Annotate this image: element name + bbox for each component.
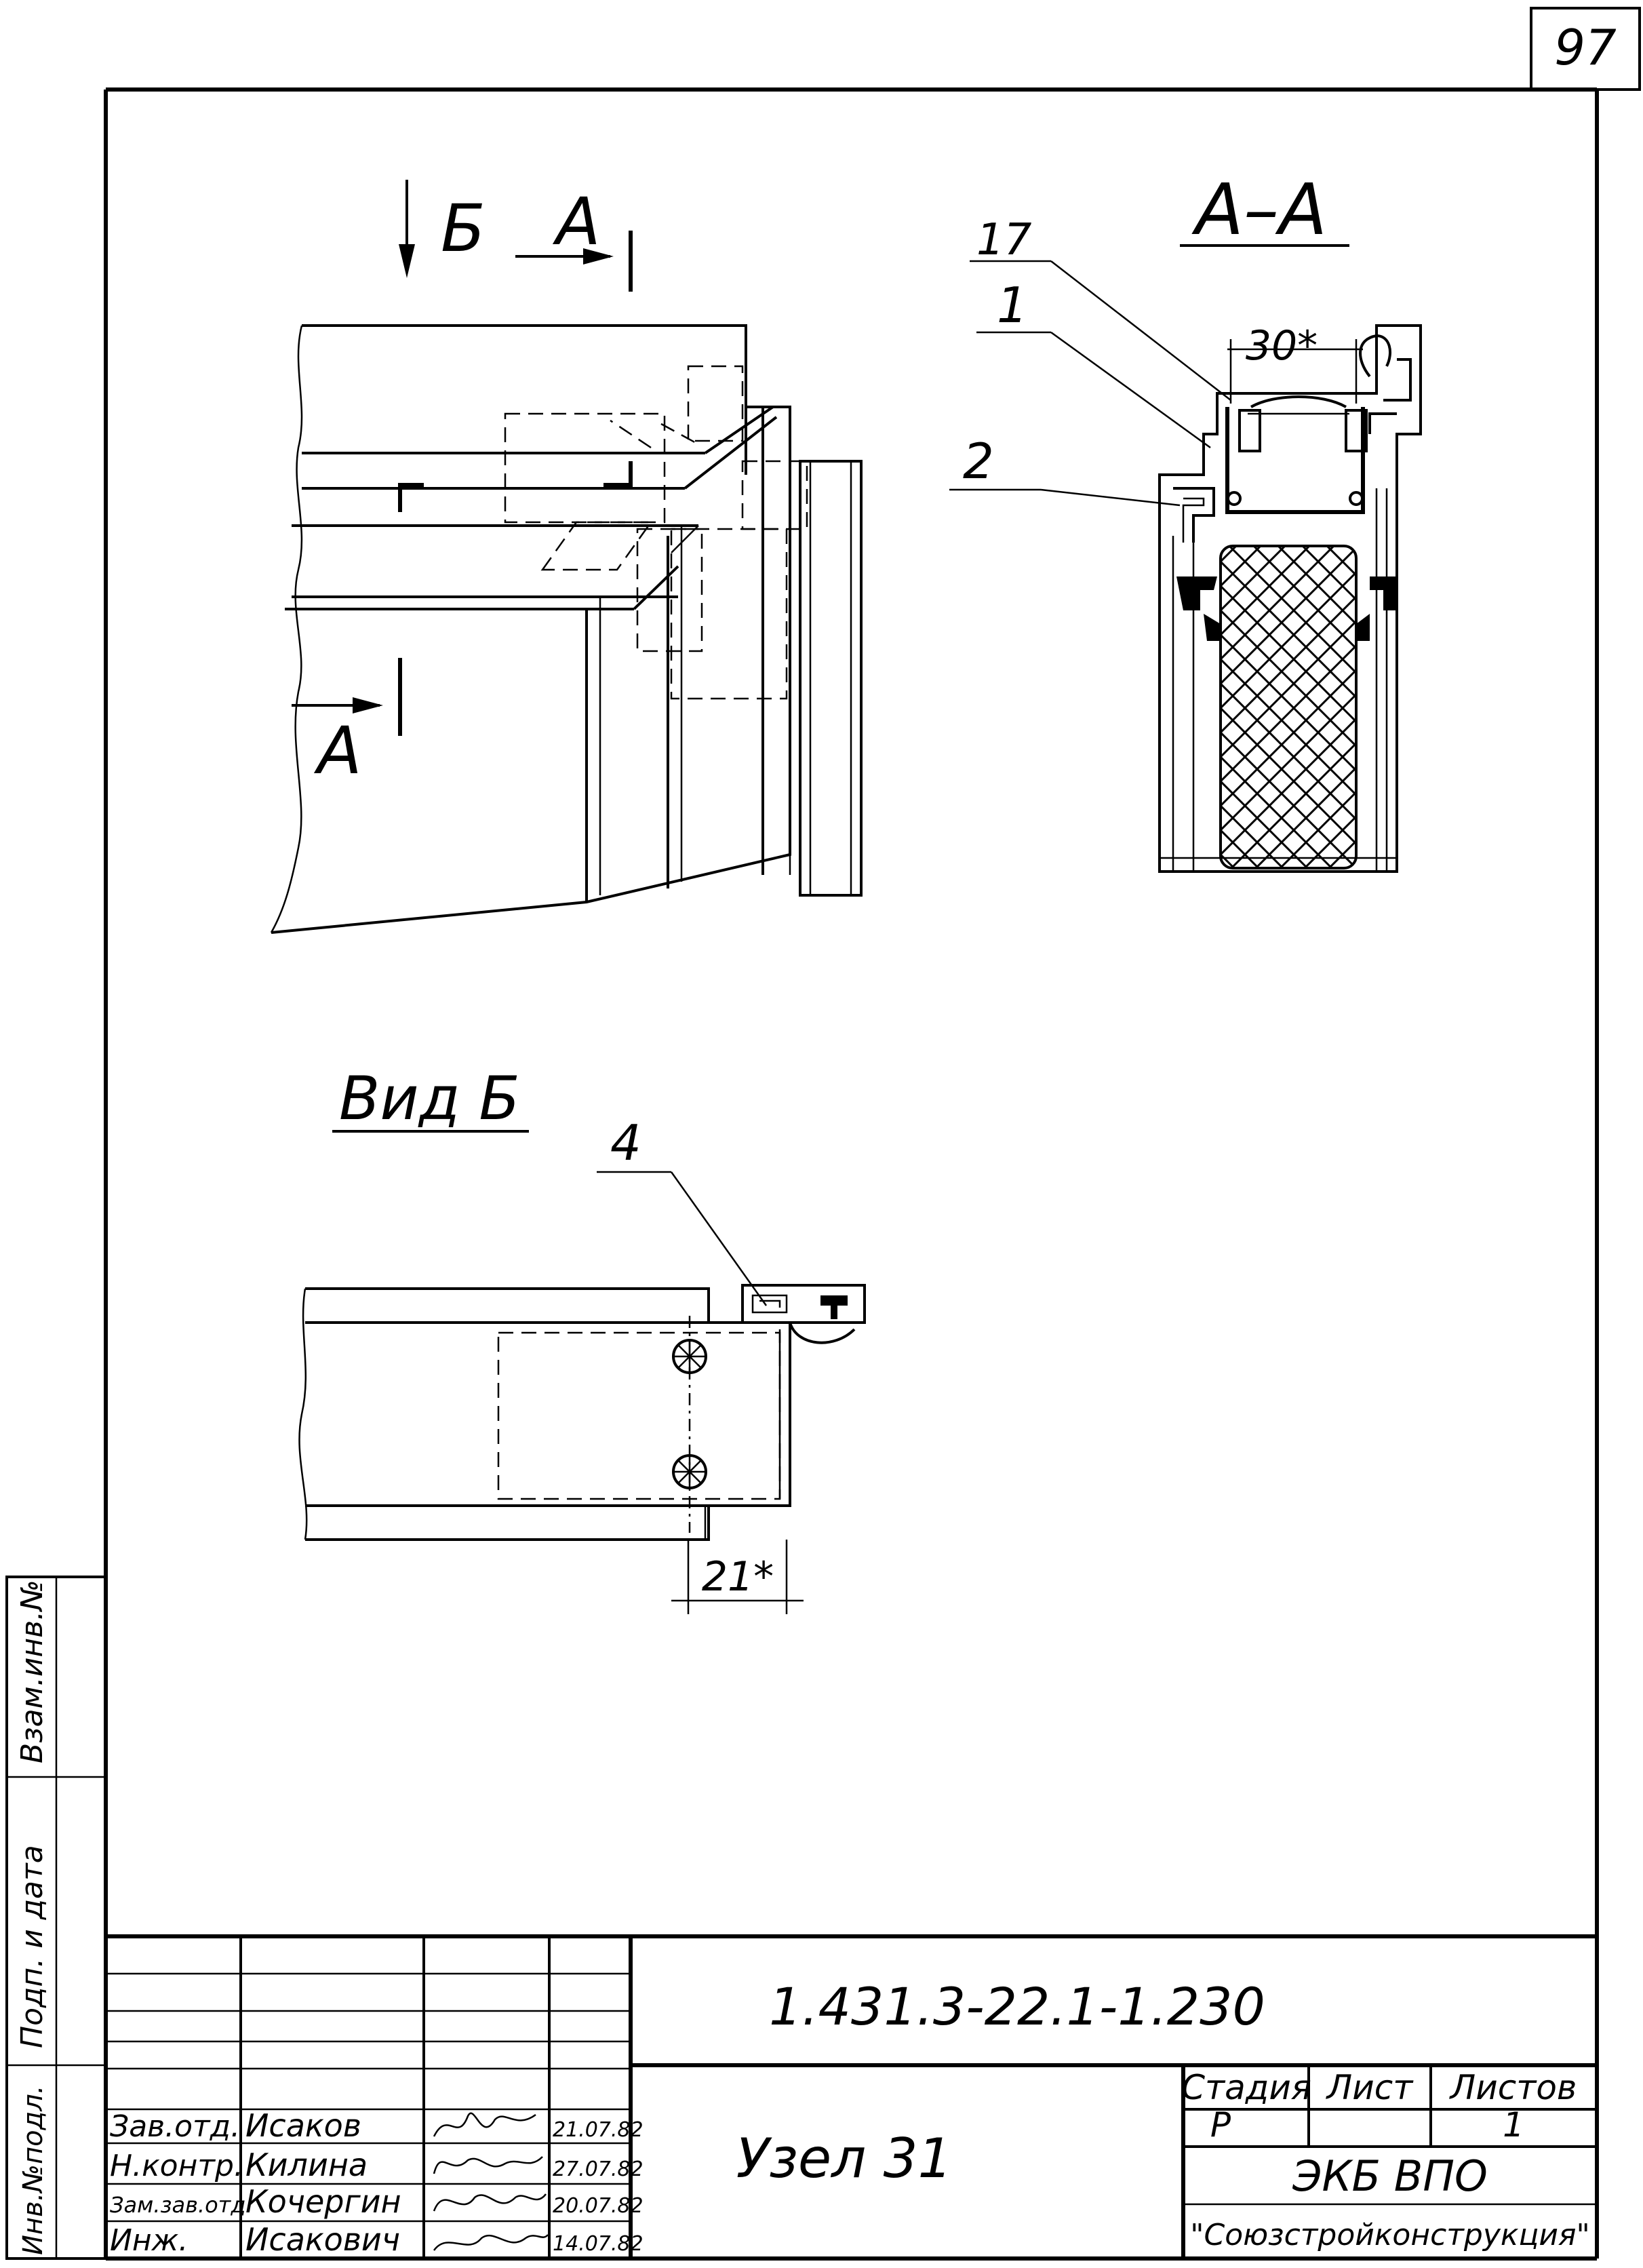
sheets-value: 1	[1503, 2105, 1524, 2145]
row-role: Зам.зав.отд.	[110, 2192, 253, 2218]
row-date: 20.07.82	[553, 2194, 644, 2218]
sheet-number: 97	[1554, 19, 1617, 76]
row-date: 27.07.82	[553, 2157, 644, 2181]
stage-header: Стадия	[1181, 2068, 1311, 2107]
signature	[433, 2193, 547, 2212]
sheet-number-box: 97	[1530, 7, 1641, 91]
dim-30: 30*	[1246, 322, 1318, 370]
callout-2: 2	[963, 433, 994, 490]
margin-label-inv-podl: Инв.№подл.	[18, 2085, 49, 2255]
drawing-title: Узел 31	[736, 2127, 953, 2190]
drawing-frame	[104, 87, 1640, 2261]
row-role: Инж.	[110, 2223, 188, 2258]
stage-value: Р	[1210, 2105, 1231, 2145]
row-date: 21.07.82	[553, 2118, 644, 2142]
view-b: Вид Б 4 21*	[298, 1063, 866, 1614]
row-date: 14.07.82	[553, 2232, 644, 2256]
org-line-1: ЭКБ ВПО	[1292, 2151, 1488, 2201]
section-a-a: А–А 17 1 2 30*	[949, 168, 1422, 873]
view-cut-label: Б	[441, 191, 486, 267]
row-name: Килина	[245, 2147, 368, 2183]
org-line-2: "Союзстройконструкция"	[1190, 2218, 1589, 2252]
title-block: 1.431.3-22.1-1.230 Узел 31 Стадия Лист Л…	[106, 1934, 1597, 2259]
cut-label-top: А	[552, 184, 601, 260]
signature	[433, 2112, 536, 2137]
view-label: Вид Б	[339, 1063, 520, 1133]
perspective-view: Б А	[270, 180, 863, 934]
row-role: Н.контр.	[110, 2149, 243, 2183]
row-name: Исаков	[245, 2107, 361, 2144]
dim-21: 21*	[702, 1553, 774, 1601]
signature	[433, 2234, 549, 2251]
callout-17: 17	[976, 215, 1032, 265]
row-name: Кочергин	[245, 2183, 401, 2220]
signature	[433, 2156, 543, 2174]
sheet-header: Лист	[1326, 2068, 1414, 2107]
callout-4: 4	[610, 1114, 641, 1171]
margin-label-podp-data: Подп. и дата	[15, 1845, 50, 2048]
row-name: Исакович	[245, 2221, 400, 2258]
cut-label-bottom: А	[313, 713, 362, 789]
margin-label-inv-vzam: Взам.инв.№	[15, 1580, 50, 1763]
callout-1: 1	[997, 277, 1028, 334]
doc-code: 1.431.3-22.1-1.230	[769, 1976, 1265, 2037]
row-role: Зав.отд.	[110, 2109, 240, 2144]
margin-stamp: Взам.инв.№ Подп. и дата Инв.№подл.	[5, 1576, 107, 2260]
sheets-header: Листов	[1449, 2068, 1577, 2107]
section-label: А–А	[1191, 168, 1327, 251]
